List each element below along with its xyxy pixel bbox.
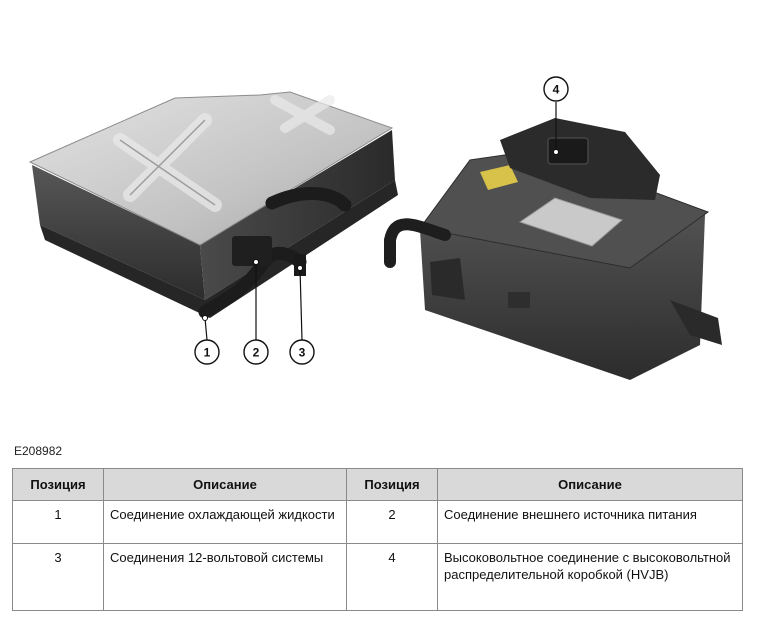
leader-4-dot [553, 149, 559, 155]
leader-1 [204, 317, 208, 341]
header-description-2: Описание [437, 468, 743, 501]
callout-2-label: 2 [253, 346, 260, 360]
row-1-description-a: Соединение охлаждающей жидкости [103, 500, 347, 544]
row-2-description-a: Соединения 12-вольтовой системы [103, 543, 347, 611]
lid-x-emboss-small [270, 95, 335, 135]
leader-3-dot [297, 265, 303, 271]
left-module-lid [28, 91, 394, 246]
coolant-hose-top [265, 187, 352, 212]
table-row: 1 Соединение охлаждающей жидкости 2 Соед… [12, 500, 743, 544]
row-2-position-b: 4 [346, 543, 438, 611]
callout-3-label: 3 [299, 346, 306, 360]
callout-3: 3 [289, 339, 315, 365]
callout-dots [202, 149, 559, 321]
callout-1: 1 [194, 339, 220, 365]
side-clip [508, 292, 530, 308]
callout-4: 4 [543, 76, 569, 102]
header-position-1: Позиция [12, 468, 104, 501]
row-1-description-b: Соединение внешнего источника питания [437, 500, 743, 544]
external-power-connector [232, 236, 272, 266]
callout-2: 2 [243, 339, 269, 365]
side-vent [430, 258, 465, 300]
header-description-1: Описание [103, 468, 347, 501]
leader-2-dot [253, 259, 259, 265]
header-position-2: Позиция [346, 468, 438, 501]
callout-1-label: 1 [204, 346, 211, 360]
right-module-label [518, 197, 623, 247]
row-2-position-a: 3 [12, 543, 104, 611]
right-coolant-pipe [384, 218, 451, 268]
warning-sticker [480, 165, 518, 190]
right-module [384, 118, 722, 380]
table-row: 3 Соединения 12-вольтовой системы 4 Высо… [12, 543, 743, 611]
legend-header-row: Позиция Описание Позиция Описание [12, 468, 743, 501]
row-1-position-b: 2 [346, 500, 438, 544]
callout-leaders [204, 102, 557, 341]
row-1-position-a: 1 [12, 500, 104, 544]
leader-1-dot [202, 315, 208, 321]
figure-code: E208982 [14, 444, 63, 458]
lid-x-emboss-edge [119, 119, 216, 206]
mounting-bracket [670, 300, 722, 345]
row-2-description-b: Высоковольтное соединение с высоковольтн… [437, 543, 743, 611]
hv-connector-port [547, 137, 589, 165]
legend-table: Позиция Описание Позиция Описание 1 Соед… [12, 468, 743, 611]
left-module-front-wall [32, 165, 205, 300]
leader-3 [299, 267, 303, 341]
charger-module-illustration: 1 2 3 4 [28, 76, 722, 380]
left-module [28, 91, 398, 319]
callout-4-label: 4 [553, 83, 560, 97]
